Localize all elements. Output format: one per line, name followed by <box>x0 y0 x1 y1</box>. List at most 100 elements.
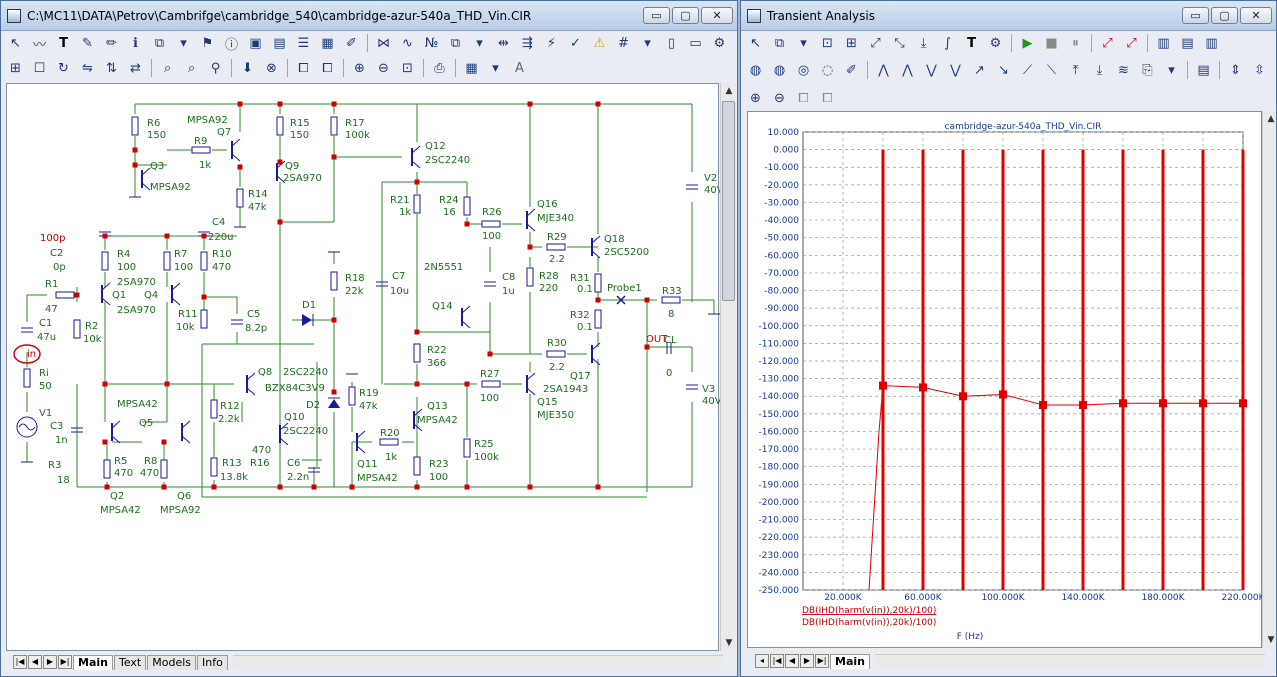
layout-2-icon[interactable]: ▤ <box>1181 35 1194 51</box>
zoom-out-icon[interactable]: ⊖ <box>774 90 785 106</box>
expand-icon[interactable]: ⇕ <box>1230 62 1241 78</box>
layout-1-icon[interactable]: ▥ <box>1157 35 1170 51</box>
text-icon[interactable]: T <box>59 35 68 51</box>
component-icon[interactable]: ⧉ <box>154 35 165 51</box>
pen-icon[interactable]: ✎ <box>82 35 93 51</box>
number-icon[interactable]: № <box>424 35 439 51</box>
pause-icon[interactable]: ⏸ <box>1072 35 1079 51</box>
copy-icon[interactable]: ⧉ <box>774 35 785 51</box>
slope-up-icon[interactable]: ⟋ <box>1022 62 1033 78</box>
x-axis-icon[interactable]: ⤢ <box>1102 35 1113 51</box>
close-button[interactable]: ✕ <box>1240 7 1272 24</box>
ungroup-icon[interactable]: ⧠ <box>822 90 833 106</box>
shrink-icon[interactable]: ⇳ <box>1254 62 1265 78</box>
properties-icon[interactable]: ▣ <box>249 35 262 51</box>
paste-icon[interactable]: ⎘ <box>1142 62 1153 78</box>
schematic-vertical-scrollbar[interactable]: ▲ ▼ <box>720 83 736 651</box>
zoom-fit-icon[interactable]: ⊡ <box>402 60 413 76</box>
close-button[interactable]: ✕ <box>701 7 733 24</box>
select-icon[interactable]: ↖ <box>750 35 761 51</box>
scroll-thumb[interactable] <box>722 101 735 301</box>
down-icon[interactable]: ⬇ <box>242 60 253 76</box>
prev-page-icon[interactable]: ◀ <box>28 655 42 669</box>
scroll-up-arrow[interactable]: ▲ <box>1267 114 1275 124</box>
tab-info[interactable]: Info <box>197 654 228 670</box>
warning-icon[interactable]: ⚠ <box>593 35 606 51</box>
transient-titlebar[interactable]: Transient Analysis ▭ ▢ ✕ <box>741 1 1276 31</box>
flag-icon[interactable]: ⚑ <box>201 35 214 51</box>
next-page-icon[interactable]: ▶ <box>43 655 57 669</box>
peak-right-icon[interactable]: ⋀ <box>902 62 913 78</box>
text-icon[interactable]: T <box>967 35 976 51</box>
last-page-icon[interactable]: ▶| <box>58 655 72 669</box>
plot-horizontal-scrollbar[interactable] <box>874 654 1265 668</box>
marker-2-icon[interactable]: ◍ <box>773 62 786 78</box>
formula-icon[interactable]: ∫ <box>944 35 951 51</box>
zoom-in-icon[interactable]: ⊕ <box>354 60 365 76</box>
tab-models[interactable]: Models <box>147 654 196 670</box>
peak-icon[interactable]: ⤓ <box>920 35 927 51</box>
layout-dropdown-icon[interactable]: ▾ <box>492 60 499 76</box>
properties-icon[interactable]: ⚙ <box>989 35 1002 51</box>
bus-icon[interactable]: ⇶ <box>522 35 533 51</box>
slope-down-icon[interactable]: ⟍ <box>1046 62 1057 78</box>
scroll-left-icon[interactable]: ◂ <box>755 654 769 668</box>
rotate-icon[interactable]: ↻ <box>58 60 69 76</box>
mirror-icon[interactable]: ⇄ <box>130 60 141 76</box>
schematic-titlebar[interactable]: C:\MC11\DATA\Petrov\Cambrifge\cambridge_… <box>1 1 737 31</box>
wire-icon[interactable]: 〰 <box>32 37 46 53</box>
run-icon[interactable]: ▶ <box>1022 35 1033 51</box>
prev-page-icon[interactable]: ◀ <box>785 654 799 668</box>
page2-icon[interactable]: ▭ <box>689 35 702 51</box>
select-icon[interactable]: ↖ <box>10 35 21 51</box>
valley-left-icon[interactable]: ⋁ <box>926 62 937 78</box>
font-icon[interactable]: A <box>515 60 524 76</box>
valley-right-icon[interactable]: ⋁ <box>950 62 961 78</box>
tab-main[interactable]: Main <box>73 654 113 670</box>
tab-main[interactable]: Main <box>830 653 870 669</box>
scroll-up-arrow[interactable]: ▲ <box>725 86 733 96</box>
maximize-button[interactable]: ▢ <box>1211 7 1238 24</box>
flip-h-icon[interactable]: ⇋ <box>82 60 93 76</box>
edit-icon[interactable]: ✐ <box>346 35 357 51</box>
page-icon[interactable]: ▯ <box>667 35 676 51</box>
list-icon[interactable]: ☰ <box>297 35 310 51</box>
zoom-in-icon[interactable]: ⊕ <box>750 90 761 106</box>
inflection-icon[interactable]: ≋ <box>1118 62 1129 78</box>
minimize-button[interactable]: ▭ <box>1182 7 1209 24</box>
table-icon[interactable]: ▤ <box>1197 62 1210 78</box>
peak-left-icon[interactable]: ⋀ <box>878 62 889 78</box>
box-icon[interactable]: ☐ <box>33 60 46 76</box>
region-icon[interactable]: ⊞ <box>10 60 21 76</box>
group-icon[interactable]: ⧠ <box>298 60 309 76</box>
scale-icon[interactable]: ⊡ <box>822 35 833 51</box>
flash-icon[interactable]: ⚡ <box>546 35 557 51</box>
stop-icon[interactable]: ■ <box>1045 35 1058 51</box>
edit-icon[interactable]: ✐ <box>846 62 857 78</box>
settings-icon[interactable]: ⚙ <box>713 35 726 51</box>
maximize-button[interactable]: ▢ <box>672 7 699 24</box>
first-page-icon[interactable]: |◀ <box>770 654 784 668</box>
marker-3-icon[interactable]: ◎ <box>797 62 810 78</box>
find-next-icon[interactable]: ⌕ <box>187 60 196 76</box>
scroll-down-arrow[interactable]: ▼ <box>725 638 733 648</box>
find-icon[interactable]: ⌕ <box>163 60 172 76</box>
dropdown-icon[interactable]: ▾ <box>180 35 187 51</box>
marker-4-icon[interactable]: ◌ <box>821 62 834 78</box>
marker-1-icon[interactable]: ◍ <box>749 62 762 78</box>
pin-icon[interactable]: ⇹ <box>498 35 509 51</box>
high-icon[interactable]: ↗ <box>974 62 985 78</box>
print-icon[interactable]: ⎙ <box>434 60 445 76</box>
binoculars-icon[interactable]: ⚲ <box>210 60 221 76</box>
low-icon[interactable]: ↘ <box>998 62 1009 78</box>
dropdown-icon[interactable]: ▾ <box>800 35 807 51</box>
y-axis-icon[interactable]: ⤢ <box>1126 35 1137 51</box>
fit-icon[interactable]: ⊞ <box>846 35 857 51</box>
grid-icon[interactable]: # <box>618 35 629 51</box>
grid-list-icon[interactable]: ▦ <box>321 35 334 51</box>
minimize-button[interactable]: ▭ <box>643 7 670 24</box>
global-low-icon[interactable]: ⤓ <box>1096 62 1103 78</box>
check-icon[interactable]: ✓ <box>570 35 581 51</box>
